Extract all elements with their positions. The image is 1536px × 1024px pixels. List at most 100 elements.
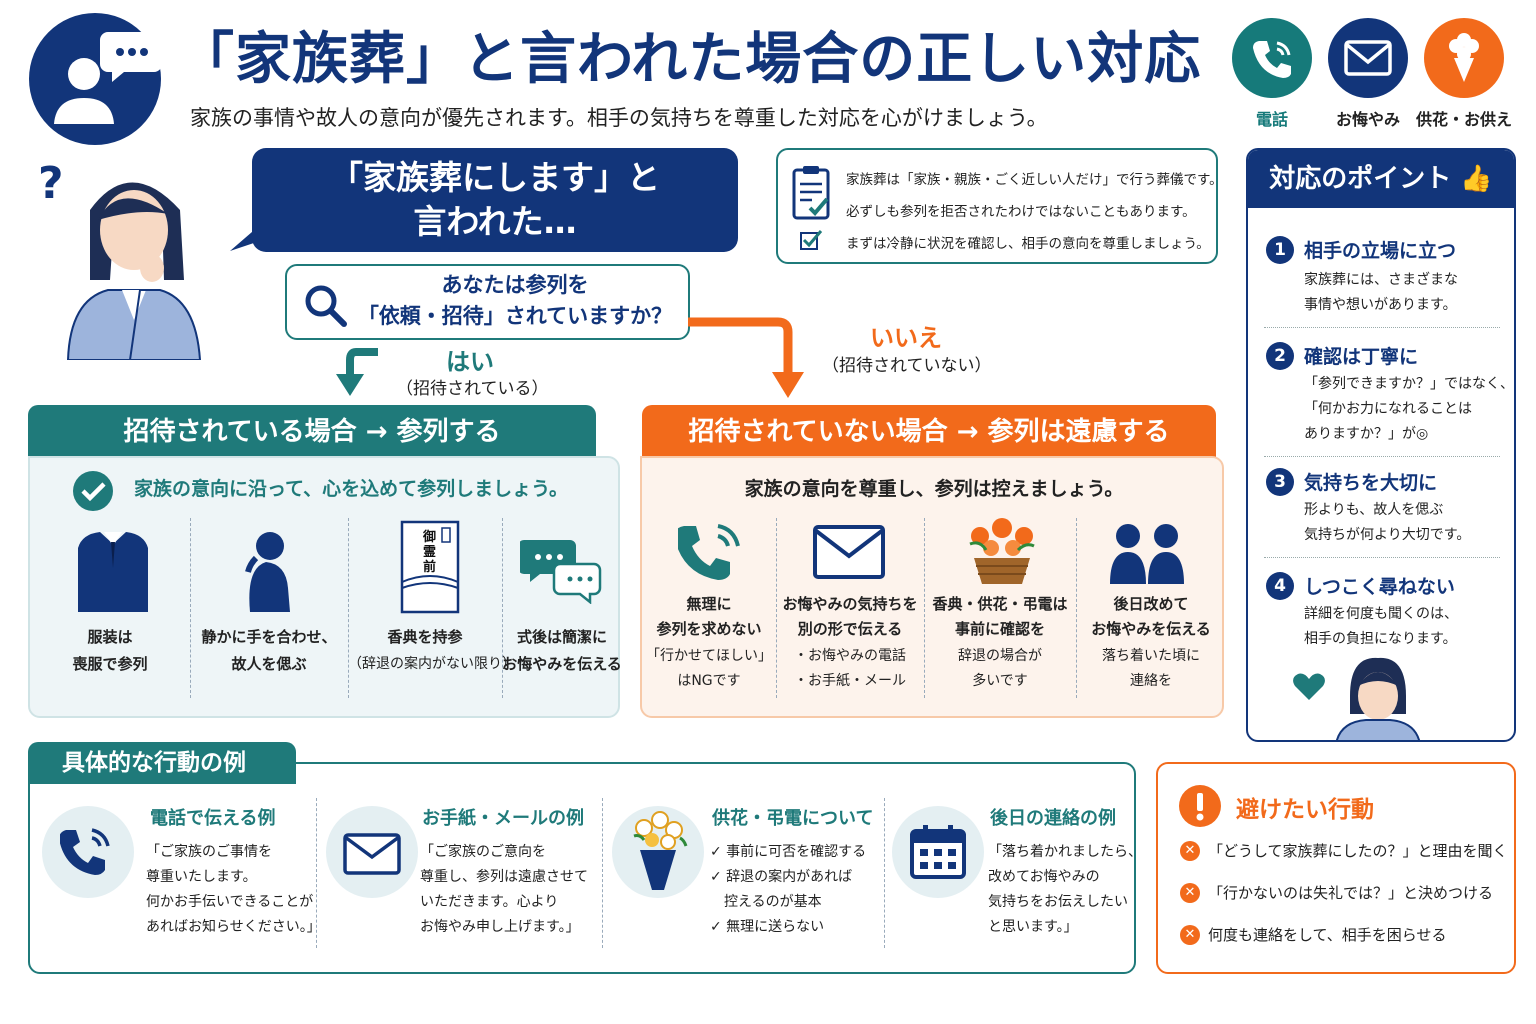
- example-3-line-1: ✓ 事前に可否を確認する: [710, 844, 867, 860]
- not-invited-item-4-label: 後日改めてお悔やみを伝える落ち着いた頃に連絡を: [1076, 592, 1226, 694]
- example-3-line-4: ✓ 無理に送らない: [710, 919, 825, 935]
- no-sub: （招待されていない）: [822, 356, 992, 376]
- envelope-icon: [813, 525, 885, 579]
- person-chat-icon: [29, 13, 162, 145]
- point-2-body-1: 「参列できますか？」ではなく、: [1304, 376, 1514, 392]
- x-circle-icon: ✕: [1180, 840, 1200, 861]
- example-1-line-1: 「ご家族のご事情を: [146, 844, 272, 860]
- bubble-line-1: 「家族葬にします」と: [330, 158, 660, 197]
- example-1-title: 電話で伝える例: [150, 808, 276, 829]
- not-invited-item-3-line-3: 辞退の場合が: [958, 648, 1042, 664]
- point-3-body-2: 気持ちが何より大切です。: [1304, 527, 1471, 543]
- invited-item-4-line-1: 式後は簡潔に: [516, 628, 607, 646]
- example-2-line-4: お悔やみ申し上げます。」: [420, 919, 580, 935]
- not-invited-item-2-line-1: お悔やみの気持ちを: [782, 595, 918, 613]
- svg-text:?: ?: [38, 158, 64, 209]
- invited-item-1-line-2: 喪服で参列: [72, 655, 148, 673]
- point-4-body-1: 詳細を何度も聞くのは、: [1304, 606, 1458, 622]
- avoid-header: 避けたい行動: [1236, 797, 1374, 823]
- magnifier-icon: [305, 285, 347, 327]
- top-icon-flower-label: 供花・お供え: [1415, 110, 1512, 129]
- envelope-text: 御霊前: [423, 530, 437, 575]
- not-invited-lead: 家族の意向を尊重し、参列は控えましょう。: [744, 478, 1124, 500]
- point-divider: [1264, 456, 1500, 457]
- phone-icon: [1253, 41, 1291, 78]
- not-invited-item-2-line-2: 別の形で伝える: [797, 620, 903, 638]
- yes-arrow: [336, 348, 378, 396]
- not-invited-item-1-label: 無理に参列を求めない「行かせてほしい」はNGです: [642, 592, 776, 694]
- point-4-title: しつこく尋ねない: [1304, 576, 1455, 598]
- clipboard-check-icon: [792, 166, 830, 220]
- checkbox-icon: [800, 230, 823, 250]
- not-invited-item-4-line-2: お悔やみを伝える: [1091, 620, 1211, 638]
- example-4-icon-circle: [892, 806, 984, 898]
- example-2-line-1: 「ご家族のご意向を: [420, 844, 546, 860]
- column-divider: [316, 798, 317, 948]
- point-divider: [1264, 557, 1500, 558]
- invited-item-3-label: 香典を持参（辞退の案内がない限り）: [348, 624, 516, 678]
- point-1-body-1: 家族葬には、さまざまな: [1304, 272, 1458, 288]
- points-header: 対応のポイント 👍: [1248, 150, 1514, 208]
- heart-icon: [1293, 673, 1325, 700]
- example-1-line-2: 尊重いたします。: [146, 869, 257, 885]
- column-divider: [348, 518, 349, 698]
- check-circle-icon: [73, 471, 113, 511]
- example-3-line-2: ✓ 辞退の案内があれば: [710, 869, 853, 885]
- info-line-1: 家族葬は「家族・親族・ごく近しい人だけ」で行う葬儀です。: [846, 172, 1223, 188]
- example-3-title: 供花・弔電について: [712, 808, 874, 829]
- info-line-2: 必ずしも参列を拒否されたわけではないこともあります。: [846, 204, 1196, 220]
- no-label: いいえ: [870, 324, 942, 352]
- example-2-line-2: 尊重し、参列は遠慮させて: [420, 869, 588, 885]
- example-2-line-3: いただきます。心より: [420, 894, 559, 910]
- point-2-body-2: 「何かお力になれることは: [1304, 401, 1472, 417]
- column-divider: [924, 518, 925, 698]
- point-1-title: 相手の立場に立つ: [1304, 240, 1457, 262]
- column-divider: [884, 798, 885, 948]
- not-invited-item-2-label: お悔やみの気持ちを別の形で伝える・お悔やみの電話・お手紙・メール: [776, 592, 924, 694]
- example-4-line-3: 気持ちをお伝えしたい: [988, 894, 1128, 910]
- invited-item-4-label: 式後は簡潔にお悔やみを伝える: [502, 624, 622, 678]
- x-circle-icon: ✕: [1180, 924, 1200, 945]
- info-line-3: まずは冷静に状況を確認し、相手の意向を尊重しましょう。: [846, 236, 1210, 252]
- top-icon-envelope: お悔やみ: [1328, 18, 1423, 130]
- invited-item-3-line-1: 香典を持参: [387, 628, 463, 646]
- not-invited-panel: 家族の意向を尊重し、参列は控えましょう。 無理に参列を求めない「行かせてほしい」…: [640, 456, 1224, 718]
- top-icon-envelope-label: お悔やみ: [1335, 110, 1400, 129]
- people-icon: [1110, 524, 1184, 584]
- not-invited-item-4-line-1: 後日改めて: [1113, 595, 1189, 613]
- x-circle-icon: ✕: [1180, 882, 1200, 903]
- avoid-item-1: ✕「どうして家族葬にしたの？」と理由を聞く: [1180, 840, 1508, 861]
- not-invited-item-3-line-2: 事前に確認を: [954, 620, 1045, 638]
- example-1-icon-circle: [42, 806, 134, 898]
- point-1-number: 1: [1266, 236, 1294, 264]
- not-invited-header: 招待されていない場合 → 参列は遠慮する: [642, 405, 1216, 459]
- speech-bubble: 「家族葬にします」と 言われた…: [252, 148, 738, 252]
- not-invited-item-4-line-3: 落ち着いた頃に: [1102, 648, 1200, 664]
- woman-avatar-icon: [1336, 657, 1420, 740]
- header-logo: [28, 12, 162, 146]
- page-title: 「家族葬」と言われた場合の正しい対応: [178, 27, 1202, 92]
- column-divider: [602, 798, 603, 948]
- thinking-woman-icon: ?: [38, 158, 202, 361]
- not-invited-item-3-line-4: 多いです: [972, 673, 1028, 689]
- flower-icon: [1449, 33, 1479, 82]
- no-arrow: [688, 317, 804, 398]
- point-2-body-3: ありますか？」が◎: [1304, 426, 1429, 442]
- column-divider: [190, 518, 191, 698]
- invited-item-4-line-2: お悔やみを伝える: [502, 655, 622, 673]
- invited-item-1-line-1: 服装は: [87, 628, 133, 646]
- example-4-title: 後日の連絡の例: [990, 808, 1116, 829]
- page-subtitle: 家族の事情や故人の意向が優先されます。相手の気持ちを尊重した対応を心がけましょう…: [190, 106, 1048, 130]
- invited-item-2-label: 静かに手を合わせ、故人を偲ぶ: [190, 624, 348, 678]
- invited-item-1-label: 服装は喪服で参列: [30, 624, 190, 678]
- bouquet-icon: [633, 811, 688, 890]
- point-4-number: 4: [1266, 572, 1294, 600]
- point-3-body-1: 形よりも、故人を偲ぶ: [1304, 502, 1444, 518]
- point-3-number: 3: [1266, 468, 1294, 496]
- invited-panel: 家族の意向に沿って、心を込めて参列しましょう。 服装は喪服で参列 静かに手を合わ…: [28, 456, 622, 718]
- calendar-icon: [910, 825, 966, 879]
- example-2-title: お手紙・メールの例: [422, 808, 584, 829]
- not-invited-item-1-line-1: 無理に: [686, 595, 732, 613]
- not-invited-item-1-line-4: はNGです: [677, 673, 741, 689]
- example-4-body: 「落ち着かれましたら、改めてお悔やみの気持ちをお伝えしたいと思います。」: [988, 840, 1142, 940]
